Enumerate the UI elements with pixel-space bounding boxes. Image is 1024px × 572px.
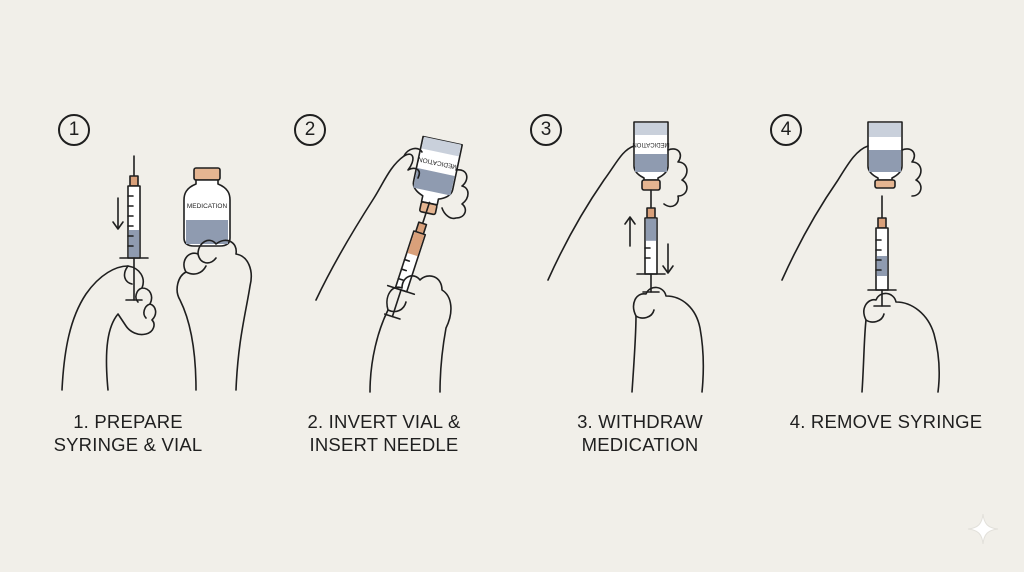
step-3: 3 MEDICATION <box>512 0 768 572</box>
withdraw-medication-illustration: MEDICATION <box>547 121 705 393</box>
invert-vial-illustration: MEDICATION <box>315 135 469 393</box>
arrow-down-icon <box>112 197 124 230</box>
caption-line: 1. PREPARE <box>73 411 183 432</box>
vial-icon: MEDICATION <box>412 135 464 216</box>
hand-icon <box>176 239 252 391</box>
syringe-icon <box>383 201 431 320</box>
hand-icon <box>61 265 157 391</box>
step-caption: 1. PREPARE SYRINGE & VIAL <box>0 410 256 456</box>
prepare-syringe-illustration: MEDICATION <box>61 155 252 391</box>
step-number-badge: 4 <box>770 114 802 146</box>
hand-icon <box>861 292 940 393</box>
caption-line: SYRINGE & VIAL <box>53 434 203 455</box>
vial-label: MEDICATION <box>187 203 228 210</box>
step-1: 1 <box>0 0 256 572</box>
caption-line: 2. INVERT VIAL & <box>307 411 461 432</box>
step-number-badge: 3 <box>530 114 562 146</box>
syringe-icon <box>119 155 149 301</box>
step-caption: 3. WITHDRAW MEDICATION <box>512 410 768 456</box>
step-number-badge: 1 <box>58 114 90 146</box>
caption-line: INSERT NEEDLE <box>309 434 459 455</box>
syringe-icon <box>867 195 897 307</box>
caption-line: MEDICATION <box>581 434 699 455</box>
step-4: 4 <box>768 0 1024 572</box>
hand-icon <box>781 145 922 281</box>
vial-icon: MEDICATION <box>632 121 670 191</box>
remove-syringe-illustration <box>781 121 940 393</box>
step-caption: 2. INVERT VIAL & INSERT NEEDLE <box>256 410 512 456</box>
hand-icon <box>315 153 469 301</box>
arrow-up-icon <box>624 216 636 247</box>
step-2: 2 MEDICATION <box>256 0 512 572</box>
step-caption: 4. REMOVE SYRINGE <box>748 410 1024 433</box>
vial-label: MEDICATION <box>632 141 669 147</box>
hand-icon <box>631 286 705 393</box>
caption-line: 4. REMOVE SYRINGE <box>789 411 983 432</box>
vial-icon <box>867 121 903 189</box>
caption-line: 3. WITHDRAW <box>577 411 703 432</box>
vial-icon: MEDICATION <box>183 167 231 247</box>
sparkle-icon <box>967 513 999 545</box>
arrow-down-icon <box>662 243 674 274</box>
syringe-icon <box>636 189 666 293</box>
step-number-badge: 2 <box>294 114 326 146</box>
hand-icon <box>547 145 688 281</box>
hand-icon <box>369 275 452 393</box>
